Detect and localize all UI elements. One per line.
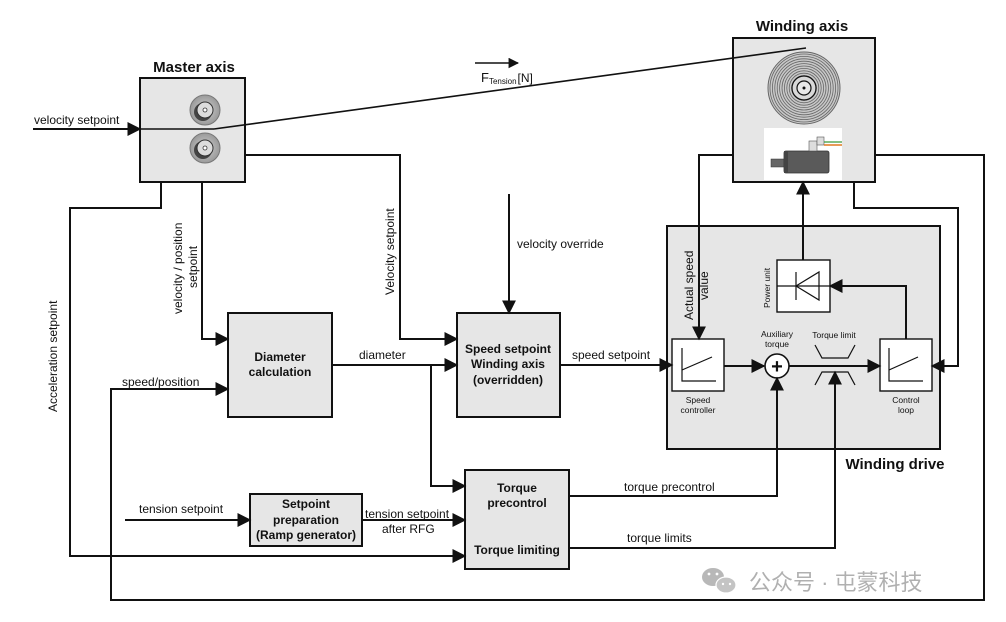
speed-setpoint-label: speed setpoint xyxy=(572,348,651,362)
diameter-calc-label-1: Diameter xyxy=(254,350,306,364)
setpoint-prep-label-1: Setpoint xyxy=(282,497,330,511)
actual-speed-label-2: value xyxy=(697,271,711,300)
speed-controller-label-2: controller xyxy=(681,405,716,415)
aux-torque-label-1: Auxiliary xyxy=(761,329,794,339)
power-unit-label: Power unit xyxy=(762,267,772,308)
torque-precontrol-block xyxy=(464,469,570,570)
diameter-calculation-block xyxy=(227,312,333,418)
aux-torque-label-2: torque xyxy=(765,339,789,349)
pi-graph-icon xyxy=(888,348,923,382)
master-axis-title: Master axis xyxy=(153,59,235,76)
reel-ring xyxy=(769,53,839,123)
torque-precontrol-label-1: Torque xyxy=(497,481,537,495)
lower-roller-icon xyxy=(189,132,221,164)
torque-limits-label: torque limits xyxy=(627,531,692,545)
encoder-to-control-loop-arrow xyxy=(853,182,959,373)
diameter-calc-label-2: calculation xyxy=(249,365,312,379)
watermark: 公众号 · 屯蒙科技 xyxy=(702,568,923,595)
acceleration-setpoint-label: Acceleration setpoint xyxy=(46,300,60,412)
force-label: FTension[N] xyxy=(481,70,533,86)
pi-graph-icon xyxy=(681,348,716,382)
winding-axis-block xyxy=(732,37,876,183)
velocity-setpoint-vertical-label: Velocity setpoint xyxy=(383,208,397,295)
plus-icon: + xyxy=(771,356,783,378)
velocity-position-label-2: setpoint xyxy=(186,245,200,288)
velocity-setpoint-input-label: velocity setpoint xyxy=(34,113,120,127)
torque-limits-arrow xyxy=(569,370,842,549)
torque-precontrol-label: torque precontrol xyxy=(624,480,715,494)
reel-ring xyxy=(788,72,820,104)
control-loop-block: Control loop xyxy=(879,338,933,415)
winding-reel-icon xyxy=(767,51,841,125)
web-line-to-reel xyxy=(213,47,807,130)
power-unit-block: Power unit xyxy=(762,259,831,313)
diameter-to-torque-arrow xyxy=(430,365,467,493)
setpoint-preparation-block xyxy=(249,493,363,547)
reel-ring xyxy=(781,65,827,111)
reel-center xyxy=(802,86,806,90)
reel-ring xyxy=(784,68,825,109)
acceleration-setpoint-arrow xyxy=(69,182,467,563)
upper-roller-icon xyxy=(189,94,221,126)
speed-controller-block: Speed controller xyxy=(671,338,725,415)
tension-after-rfg-label-2: after RFG xyxy=(382,522,435,536)
actual-speed-feedback-arrow xyxy=(692,154,733,341)
control-loop-label-1: Control xyxy=(892,395,920,405)
setpoint-prep-label-2: preparation xyxy=(273,513,339,527)
reel-ring xyxy=(774,58,834,118)
reel-ring xyxy=(786,70,822,106)
torque-precontrol-arrow xyxy=(569,376,784,497)
diode-icon xyxy=(794,270,820,302)
tension-setpoint-label: tension setpoint xyxy=(139,502,224,516)
velocity-override-label: velocity override xyxy=(517,237,604,251)
velocity-position-label-1: velocity / position xyxy=(171,223,185,314)
reel-ring xyxy=(776,60,832,116)
wechat-icon xyxy=(702,568,737,594)
velocity-position-setpoint-arrow xyxy=(201,182,230,346)
master-axis-block xyxy=(139,77,246,183)
speed-position-label: speed/position xyxy=(122,375,199,389)
reel-ring xyxy=(772,56,837,121)
motor-icon xyxy=(764,128,842,180)
reel-ring xyxy=(779,63,829,113)
velocity-setpoint-arrow xyxy=(245,154,459,346)
speed-setpoint-label-1: Speed setpoint xyxy=(465,342,551,356)
winding-axis-title: Winding axis xyxy=(756,18,848,35)
speed-setpoint-label-2: Winding axis xyxy=(471,357,545,371)
torque-precontrol-label-2: precontrol xyxy=(487,496,546,510)
winding-drive-title: Winding drive xyxy=(845,456,944,473)
control-loop-to-power-unit-arrow xyxy=(828,279,907,339)
speed-setpoint-label-3: (overridden) xyxy=(473,373,543,387)
tension-after-rfg-label-1: tension setpoint xyxy=(365,507,450,521)
watermark-text: 公众号 · 屯蒙科技 xyxy=(749,570,923,595)
actual-speed-label-1: Actual speed xyxy=(682,251,696,320)
control-loop-label-2: loop xyxy=(898,405,914,415)
setpoint-prep-label-3: (Ramp generator) xyxy=(256,528,356,542)
diameter-label: diameter xyxy=(359,348,406,362)
torque-limiting-label: Torque limiting xyxy=(474,543,560,557)
speed-position-feedback-arrow xyxy=(110,154,985,601)
torque-limit-label: Torque limit xyxy=(812,330,856,340)
speed-controller-label-1: Speed xyxy=(686,395,711,405)
